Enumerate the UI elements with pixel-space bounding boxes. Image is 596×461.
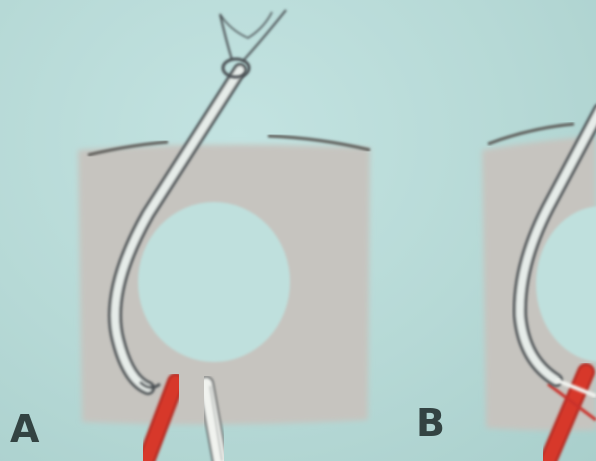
panel-b [482, 110, 596, 461]
panel-label-b: B [416, 404, 445, 442]
panel-label-a: A [10, 410, 39, 448]
suture-loop-a [220, 10, 286, 77]
foramen-a [138, 202, 290, 362]
panel-a [78, 10, 370, 461]
